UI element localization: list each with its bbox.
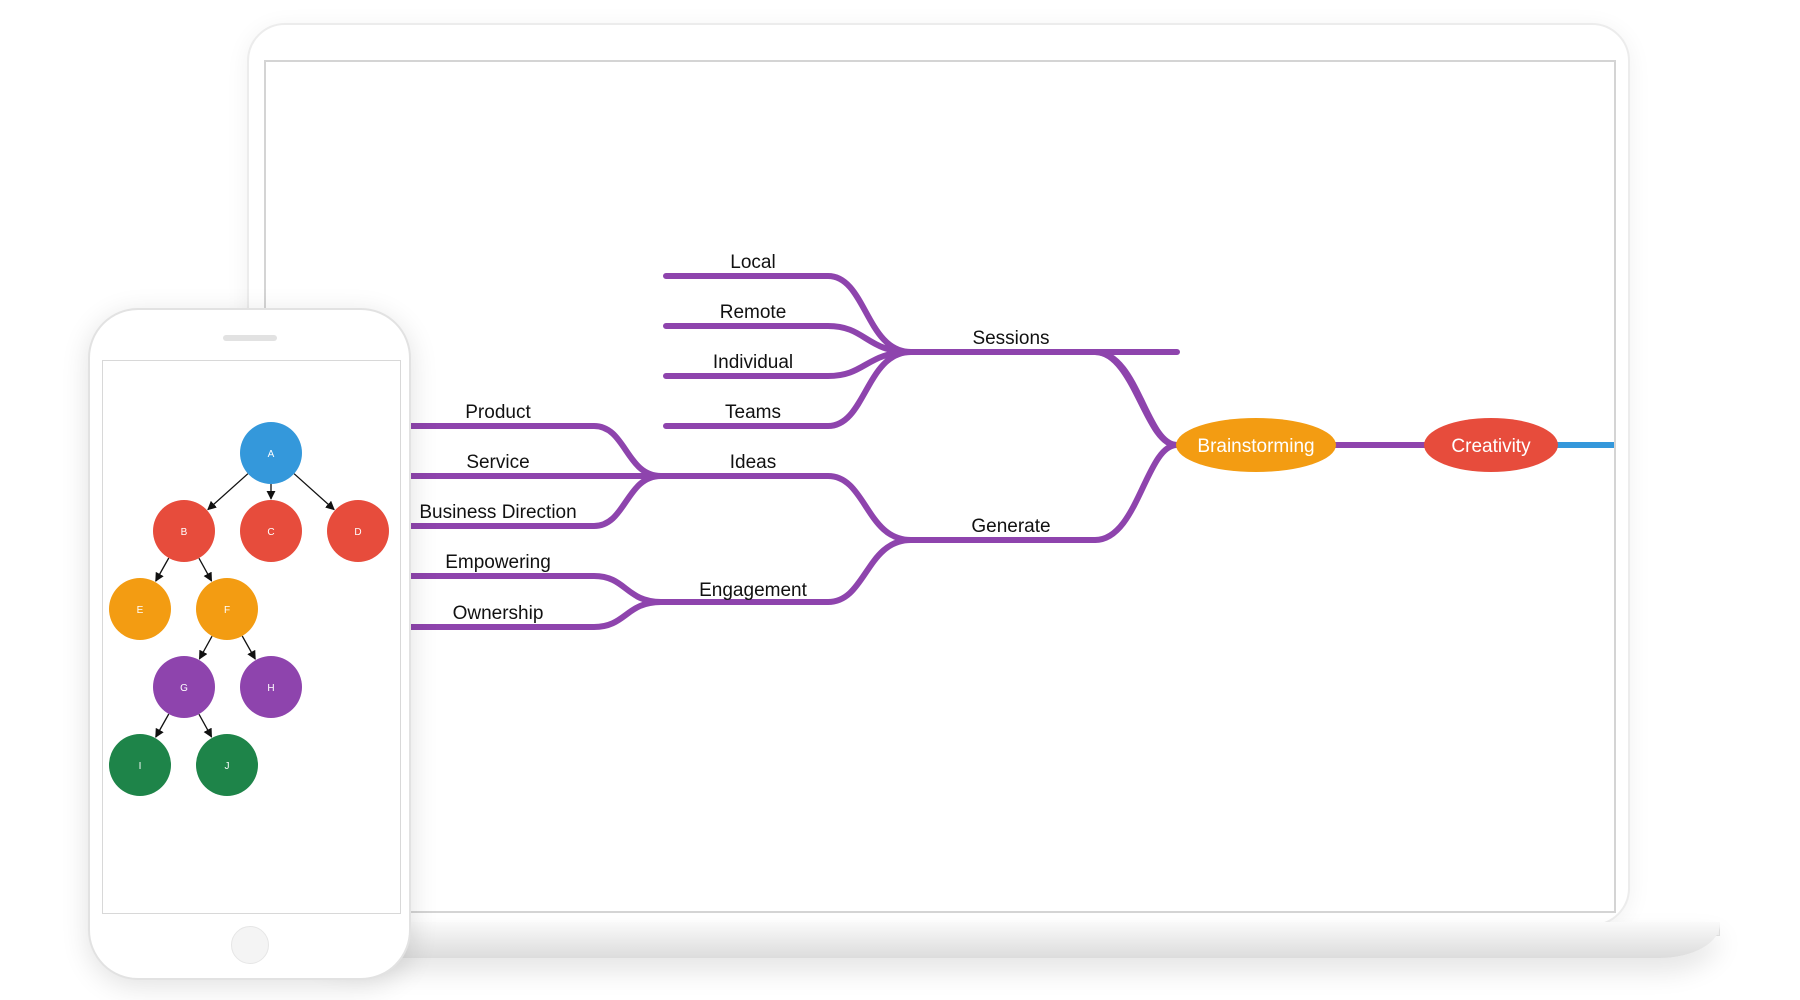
branch-sessions-teams bbox=[663, 349, 914, 429]
tree-node-c[interactable] bbox=[240, 500, 302, 562]
tree-node-label-j: J bbox=[225, 761, 230, 772]
label-ideas: Ideas bbox=[730, 452, 776, 473]
tree-edge-g-j bbox=[198, 713, 213, 738]
phone-speaker bbox=[223, 335, 277, 341]
brainstorming-label: Brainstorming bbox=[1197, 436, 1314, 457]
tree-node-label-a: A bbox=[268, 449, 275, 460]
branch-engagement-empowering bbox=[403, 573, 664, 605]
tree-edge-f-h bbox=[241, 635, 256, 660]
tree-diagram: A B C D E F G H I J bbox=[109, 422, 389, 796]
tree-node-b[interactable] bbox=[153, 500, 215, 562]
tree-node-e[interactable] bbox=[109, 578, 171, 640]
tree-node-label-e: E bbox=[137, 605, 144, 616]
label-empowering: Empowering bbox=[445, 552, 551, 573]
label-individual: Individual bbox=[713, 352, 793, 373]
tree-node-a[interactable] bbox=[240, 422, 302, 484]
branch-generate-ideas bbox=[658, 473, 914, 543]
tree-node-label-f: F bbox=[224, 605, 230, 616]
tree-node-label-g: G bbox=[180, 683, 188, 694]
branch-ideas-business bbox=[403, 473, 664, 529]
tree-edge-g-i bbox=[155, 713, 170, 738]
tree-edge-a-d bbox=[293, 473, 335, 511]
label-service: Service bbox=[466, 452, 529, 473]
tree-edge-b-f bbox=[198, 557, 213, 582]
branch-brainstorming-sessions bbox=[1094, 349, 1180, 448]
tree-node-f[interactable] bbox=[196, 578, 258, 640]
laptop-base bbox=[305, 922, 1720, 958]
tree-node-h[interactable] bbox=[240, 656, 302, 718]
branch-engagement-ownership bbox=[403, 599, 664, 630]
label-business-direction: Business Direction bbox=[419, 502, 576, 523]
tree-node-g[interactable] bbox=[153, 656, 215, 718]
branch-brainstorming-sessions-curve bbox=[1092, 349, 1180, 448]
label-product: Product bbox=[465, 402, 531, 423]
tree-node-label-h: H bbox=[267, 683, 274, 694]
label-generate: Generate bbox=[971, 516, 1050, 537]
label-teams: Teams bbox=[725, 402, 781, 423]
tree-node-label-c: C bbox=[267, 527, 274, 538]
creativity-label: Creativity bbox=[1451, 436, 1531, 457]
tree-node-d[interactable] bbox=[327, 500, 389, 562]
label-local: Local bbox=[730, 252, 775, 273]
tree-edges bbox=[155, 473, 335, 738]
tree-edge-a-b bbox=[207, 473, 249, 511]
branch-brainstorming-generate-curve bbox=[1092, 442, 1180, 543]
label-ownership: Ownership bbox=[453, 603, 544, 624]
branch-generate-engagement bbox=[658, 537, 914, 605]
tree-node-label-b: B bbox=[181, 527, 188, 538]
branch-ideas-product bbox=[403, 423, 664, 479]
label-sessions: Sessions bbox=[972, 328, 1049, 349]
laptop-screen: Brainstorming Creativity Sessions Genera… bbox=[264, 60, 1616, 913]
label-engagement: Engagement bbox=[699, 580, 807, 601]
tree-edge-f-g bbox=[198, 635, 213, 660]
creativity-node[interactable] bbox=[1424, 418, 1558, 472]
tree-node-label-d: D bbox=[354, 527, 361, 538]
brainstorming-node[interactable] bbox=[1176, 418, 1336, 472]
label-remote: Remote bbox=[720, 302, 787, 323]
phone-home-button[interactable] bbox=[231, 926, 269, 964]
tree-edge-b-e bbox=[155, 557, 170, 582]
tree-node-j[interactable] bbox=[196, 734, 258, 796]
phone-screen: A B C D E F G H I J bbox=[102, 360, 401, 914]
tree-nodes: A B C D E F G H I J bbox=[109, 422, 389, 796]
tree-node-i[interactable] bbox=[109, 734, 171, 796]
tree-node-label-i: I bbox=[139, 761, 142, 772]
mindmap-diagram: Brainstorming Creativity Sessions Genera… bbox=[403, 252, 1614, 630]
